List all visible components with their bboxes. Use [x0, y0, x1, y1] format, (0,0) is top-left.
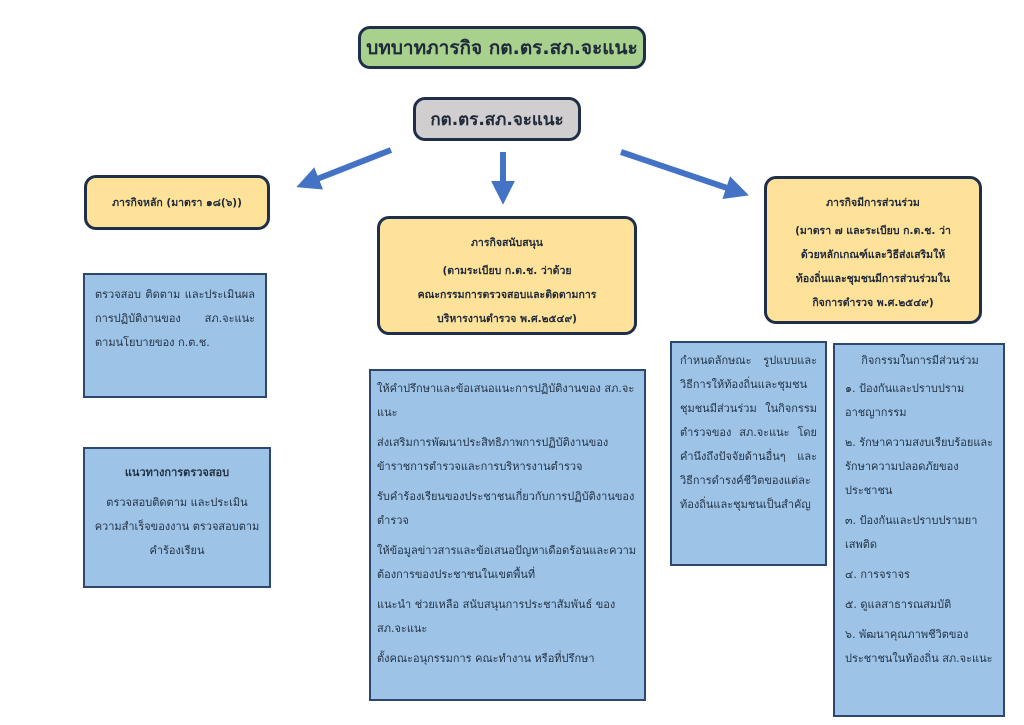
main-mission-detail-text: ตรวจสอบ ติดตาม และประเมินผลการปฏิบัติงาน…	[95, 288, 255, 349]
root-node: กต.ตร.สภ.จะแนะ	[413, 97, 581, 141]
support-item: ตั้งคณะอนุกรรมการ คณะทำงาน หรือที่ปรึกษา	[377, 652, 595, 665]
main-mission-detail: ตรวจสอบ ติดตาม และประเมินผลการปฏิบัติงาน…	[83, 273, 267, 398]
participation-mission-sub-3: ท้องถิ่นและชุมชนมีการส่วนร่วมใน	[795, 273, 951, 285]
participation-mission-sub-4: กิจการตำรวจ พ.ศ.๒๕๔๙)	[812, 297, 934, 309]
activity-item: ๔. การจราจร	[845, 568, 910, 581]
diagram-title-box: บทบาทภารกิจ กต.ตร.สภ.จะแนะ	[358, 26, 646, 69]
inspection-guideline-box: แนวทางการตรวจสอบ ตรวจสอบติดตาม และประเมิ…	[83, 447, 271, 588]
participation-activities: กิจกรรมในการมีส่วนร่วม ๑. ป้องกันและปราบ…	[833, 343, 1005, 717]
support-mission-detail: ให้คำปรึกษาและข้อเสนอแนะการปฏิบัติงานของ…	[369, 369, 646, 701]
participation-mission-box: ภารกิจมีการส่วนร่วม (มาตรา ๗ และระเบียบ …	[764, 176, 982, 324]
inspection-guideline-text: ตรวจสอบติดตาม และประเมินความสำเร็จของงาน…	[94, 496, 260, 557]
participation-mission-sub-2: ด้วยหลักเกณฑ์และวิธีส่งเสริมให้	[800, 249, 946, 261]
support-item: ให้คำปรึกษาและข้อเสนอแนะการปฏิบัติงานของ…	[377, 382, 635, 419]
inspection-guideline-title: แนวทางการตรวจสอบ	[124, 466, 230, 479]
activity-item: ๒. รักษาความสงบเรียบร้อยและรักษาความปลอด…	[845, 436, 994, 497]
support-mission-sub-2: คณะกรรมการตรวจสอบและติดตามการ	[417, 289, 597, 301]
support-mission-sub-1: (ตามระเบียบ ก.ต.ช. ว่าด้วย	[442, 265, 572, 277]
support-mission-heading: ภารกิจสนับสนุน	[471, 237, 543, 249]
participation-detail-text: กำหนดลักษณะ รูปแบบและวิธีการให้ท้องถิ่นแ…	[680, 354, 817, 511]
arrow-to-participation-mission	[620, 149, 749, 200]
main-mission-box: ภารกิจหลัก (มาตรา ๑๘(๖))	[84, 175, 270, 230]
activity-item: ๑. ป้องกันและปราบปรามอาชญากรรม	[845, 382, 965, 419]
support-mission-box: ภารกิจสนับสนุน (ตามระเบียบ ก.ต.ช. ว่าด้ว…	[377, 216, 637, 335]
support-mission-sub-3: บริหารงานตำรวจ พ.ศ.๒๕๔๙)	[437, 313, 577, 325]
arrow-to-main-mission	[296, 147, 393, 190]
participation-detail: กำหนดลักษณะ รูปแบบและวิธีการให้ท้องถิ่นแ…	[670, 341, 827, 566]
support-item: ให้ข้อมูลข่าวสารและข้อเสนอปัญหาเดือดร้อน…	[377, 544, 637, 581]
activity-item: ๖. พัฒนาคุณภาพชีวิตของประชาชนในท้องถิ่น …	[845, 628, 993, 665]
activity-item: ๓. ป้องกันและปราบปรามยาเสพติด	[845, 514, 978, 551]
main-mission-heading: ภารกิจหลัก (มาตรา ๑๘(๖))	[112, 196, 242, 209]
support-item: รับคำร้องเรียนของประชาชนเกี่ยวกับการปฏิบ…	[377, 490, 635, 527]
participation-mission-sub-1: (มาตรา ๗ และระเบียบ ก.ต.ช. ว่า	[795, 225, 951, 237]
activity-item: ๕. ดูแลสาธารณสมบัติ	[845, 598, 952, 611]
support-item: ส่งเสริมการพัฒนาประสิทธิภาพการปฏิบัติงาน…	[377, 436, 609, 473]
root-node-label: กต.ตร.สภ.จะแนะ	[430, 109, 564, 130]
diagram-title: บทบาทภารกิจ กต.ตร.สภ.จะแนะ	[366, 36, 638, 59]
support-item: แนะนำ ช่วยเหลือ สนับสนุนการประชาสัมพันธ์…	[377, 598, 616, 635]
activities-title: กิจกรรมในการมีส่วนร่วม	[861, 354, 979, 367]
participation-mission-heading: ภารกิจมีการส่วนร่วม	[826, 197, 920, 209]
